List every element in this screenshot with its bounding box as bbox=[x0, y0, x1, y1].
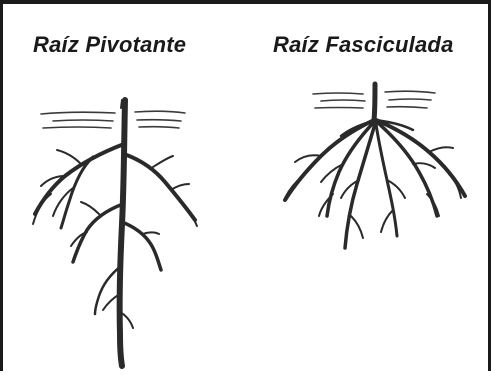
taproot-illustration bbox=[33, 100, 197, 366]
fibrous-root-illustration bbox=[285, 84, 465, 248]
roots-illustration bbox=[3, 4, 491, 375]
taproot-soil-lines bbox=[41, 111, 185, 128]
